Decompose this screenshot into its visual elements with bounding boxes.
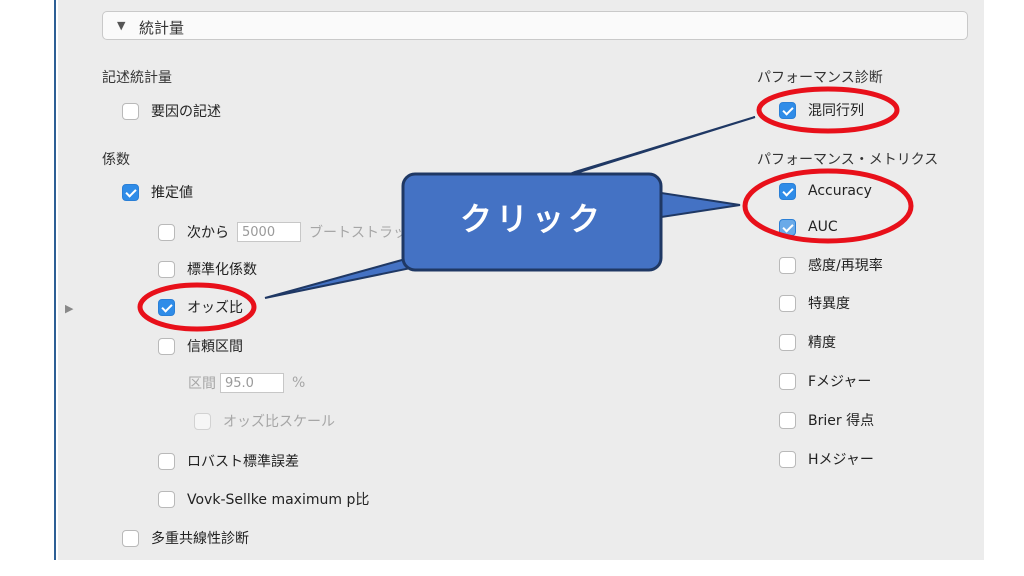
metric-sensitivity-checkbox[interactable] [779,256,796,274]
vovk-sellke-checkbox[interactable] [158,490,175,508]
metric-fmeasure-label: Fメジャー [808,374,872,390]
percent-label: % [292,375,306,391]
metric-specificity-label: 特異度 [808,296,850,312]
confusion-matrix-checkbox[interactable] [779,101,796,119]
coefficients-heading: 係数 [102,152,130,168]
metric-auc-label: AUC [808,219,838,235]
confusion-matrix-label: 混同行列 [808,103,864,119]
from-label: 次から [187,225,229,241]
factor-descriptives-label: 要因の記述 [151,104,221,120]
metric-specificity-checkbox[interactable] [779,294,796,312]
estimates-checkbox[interactable] [122,183,139,201]
odds-scale-option[interactable]: オッズ比スケール [194,410,335,432]
robust-se-label: ロバスト標準誤差 [187,454,299,470]
odds-ratio-checkbox[interactable] [158,298,175,316]
estimates-option[interactable]: 推定値 [122,181,193,203]
bootstrap-label: ブートストラップ [309,225,421,241]
multicollinearity-label: 多重共線性診断 [151,531,249,547]
interval-input[interactable]: 95.0 [220,373,284,393]
vovk-sellke-option[interactable]: Vovk-Sellke maximum p比 [158,488,369,510]
metric-precision-label: 精度 [808,335,836,351]
multicollinearity-checkbox[interactable] [122,529,139,547]
metric-sensitivity-label: 感度/再現率 [808,258,883,274]
metric-accuracy-option[interactable]: Accuracy [779,180,872,202]
bootstrap-count-input[interactable]: 5000 [237,222,301,242]
standardized-label: 標準化係数 [187,262,257,278]
vovk-sellke-label: Vovk-Sellke maximum p比 [187,492,370,508]
bootstrap-option[interactable]: 次から 5000 ブートストラップ [158,221,421,243]
odds-ratio-option[interactable]: オッズ比 [158,296,243,318]
callout-pointer-confusion [559,116,756,179]
metric-accuracy-label: Accuracy [808,183,872,199]
confusion-matrix-option[interactable]: 混同行列 [779,99,864,121]
standardized-checkbox[interactable] [158,260,175,278]
confidence-interval-checkbox[interactable] [158,337,175,355]
estimates-label: 推定値 [151,185,193,201]
factor-descriptives-option[interactable]: 要因の記述 [122,100,221,122]
callout-pointer-metrics [654,190,741,220]
metric-precision-option[interactable]: 精度 [779,331,836,353]
metric-brier-checkbox[interactable] [779,411,796,429]
standardized-option[interactable]: 標準化係数 [158,258,257,280]
metric-hmeasure-label: Hメジャー [808,452,874,468]
metric-specificity-option[interactable]: 特異度 [779,292,850,314]
metric-brier-label: Brier 得点 [808,413,875,429]
metric-auc-option[interactable]: AUC [779,216,838,238]
confidence-interval-option[interactable]: 信頼区間 [158,335,243,357]
metric-brier-option[interactable]: Brier 得点 [779,409,874,431]
factor-descriptives-checkbox[interactable] [122,102,139,120]
performance-metrics-heading: パフォーマンス・メトリクス [757,152,939,168]
interval-row: 区間 95.0 % [188,372,305,394]
odds-scale-checkbox[interactable] [194,412,211,430]
highlight-ring-confusion [756,86,900,134]
collapse-triangle-icon: ▼ [117,19,126,32]
descriptive-heading: 記述統計量 [102,70,172,86]
callout-box [401,172,663,272]
panel-left-border [54,0,56,560]
expand-triangle-icon[interactable]: ▶ [65,302,74,315]
metric-accuracy-checkbox[interactable] [779,182,796,200]
robust-se-option[interactable]: ロバスト標準誤差 [158,450,299,472]
options-panel [58,0,984,560]
odds-scale-label: オッズ比スケール [223,414,335,430]
odds-ratio-label: オッズ比 [187,300,243,316]
highlight-ring-odds [137,282,257,332]
metric-precision-checkbox[interactable] [779,333,796,351]
multicollinearity-option[interactable]: 多重共線性診断 [122,527,249,549]
metric-hmeasure-option[interactable]: Hメジャー [779,448,874,470]
section-title: 統計量 [139,19,185,37]
callout-text: クリック [459,200,604,238]
robust-se-checkbox[interactable] [158,452,175,470]
bootstrap-checkbox[interactable] [158,223,175,241]
metric-fmeasure-checkbox[interactable] [779,372,796,390]
interval-label: 区間 [188,376,216,392]
statistics-section-header[interactable]: ▼ 統計量 [102,11,968,40]
performance-diagnostics-heading: パフォーマンス診断 [757,70,883,86]
metric-sensitivity-option[interactable]: 感度/再現率 [779,254,883,276]
metric-fmeasure-option[interactable]: Fメジャー [779,370,871,392]
confidence-interval-label: 信頼区間 [187,339,243,355]
highlight-ring-metrics [742,168,914,244]
metric-hmeasure-checkbox[interactable] [779,450,796,468]
